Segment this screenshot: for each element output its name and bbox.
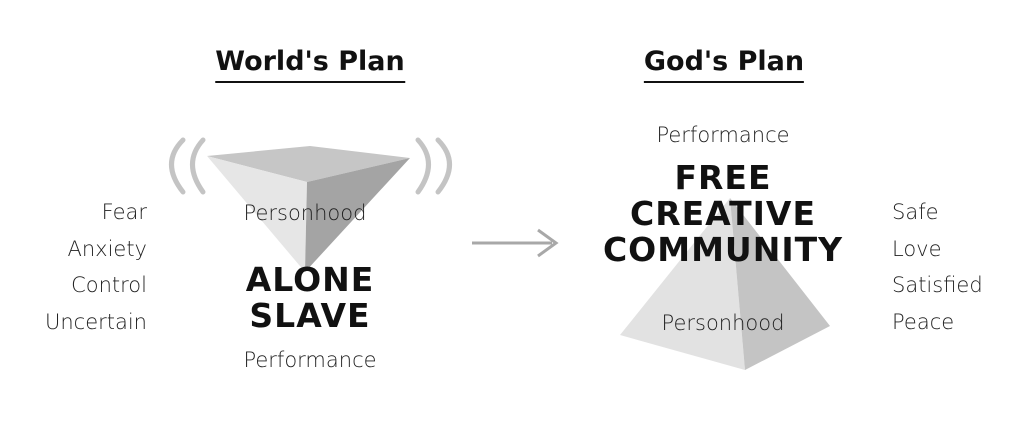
vibration-waves-icon: [169, 137, 452, 195]
inverted-pyramid: [207, 146, 410, 272]
main-word: ALONE: [245, 260, 375, 299]
god-bottom-label: Personhood: [661, 311, 785, 335]
feeling-item: Satisfied: [892, 273, 983, 297]
feeling-item: Safe: [892, 200, 939, 224]
feeling-item: Uncertain: [44, 309, 147, 334]
world-main-words: ALONE SLAVE: [246, 262, 375, 334]
pyramid-left-face: [207, 156, 307, 272]
arrow-right-icon: [472, 228, 559, 258]
feeling-item: Anxiety: [67, 236, 147, 261]
feeling-item: Love: [892, 236, 942, 261]
god-main-words: FREE CREATIVE COMMUNITY: [603, 160, 843, 268]
feeling-item: Control: [71, 273, 147, 297]
upright-pyramid: [620, 198, 830, 370]
god-feelings-list: Safe Love Satisfied Peace: [892, 200, 983, 346]
world-feelings-list: Fear Anxiety Control Uncertain: [45, 200, 147, 346]
pyramid-top-face: [207, 146, 410, 182]
main-word: FREE: [674, 158, 772, 197]
pyramid-right-face: [730, 198, 830, 370]
pyramid-right-face: [305, 158, 410, 272]
main-word: SLAVE: [249, 296, 371, 335]
main-word: COMMUNITY: [602, 230, 844, 269]
god-plan-title: God's Plan: [643, 46, 805, 83]
pyramid-left-face: [620, 198, 745, 370]
world-bottom-label: Performance: [243, 348, 377, 372]
world-top-label: Personhood: [243, 201, 367, 225]
feeling-item: Fear: [101, 200, 147, 224]
world-plan-title: World's Plan: [215, 46, 405, 83]
god-top-label: Performance: [656, 123, 790, 147]
feeling-item: Peace: [892, 309, 955, 334]
main-word: CREATIVE: [629, 194, 817, 233]
